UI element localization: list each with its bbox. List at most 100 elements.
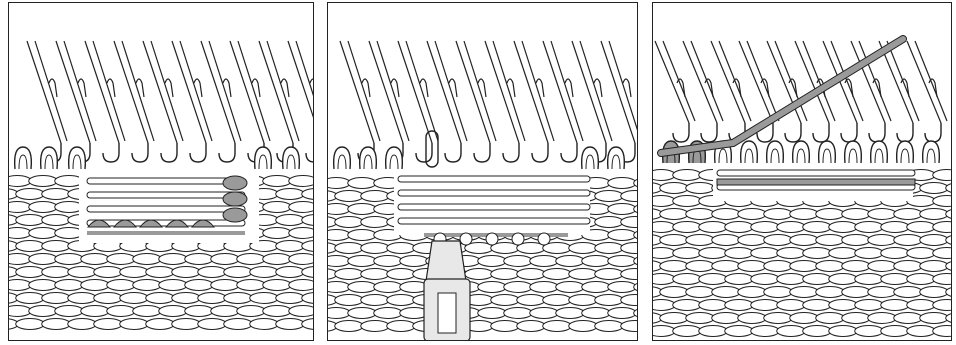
knit-stitch: [608, 178, 637, 189]
knit-stitch: [868, 287, 897, 298]
panel-step-1: [8, 2, 314, 341]
knit-stitch: [764, 313, 793, 324]
knit-stitch: [855, 326, 884, 337]
knit-stitch: [517, 321, 546, 332]
knit-stitch: [907, 248, 936, 259]
picked-stitch: [460, 233, 472, 245]
needle-shaft: [377, 41, 409, 141]
knit-stitch: [751, 222, 780, 233]
needle-hook: [103, 143, 119, 162]
knit-stitch: [276, 293, 305, 304]
knit-stitch: [172, 267, 201, 278]
knit-stitch: [751, 300, 780, 311]
knit-stitch: [582, 308, 611, 319]
knit-stitch: [335, 191, 364, 202]
knit-stitch: [946, 235, 952, 246]
stitch-loop: [582, 147, 599, 169]
stitch-loop: [360, 147, 377, 169]
stitch-loop: [767, 141, 784, 163]
knit-stitch: [556, 256, 585, 267]
knit-stitch: [829, 274, 858, 285]
knit-stitch: [29, 280, 58, 291]
knit-stitch: [9, 176, 31, 187]
knit-stitch: [328, 282, 350, 293]
knit-stitch: [881, 300, 910, 311]
knit-stitch: [276, 319, 305, 330]
knit-stitch: [211, 280, 240, 291]
knit-stitch: [855, 248, 884, 259]
knit-stitch: [673, 222, 702, 233]
knit-stitch: [120, 293, 149, 304]
knit-stitch: [9, 202, 31, 213]
knit-stitch: [9, 280, 31, 291]
stitch-loop: [69, 147, 86, 169]
knit-stitch: [777, 274, 806, 285]
knit-stitch: [790, 209, 819, 220]
knit-stitch: [348, 256, 377, 267]
knit-stitch: [276, 267, 305, 278]
knit-stitch: [842, 313, 871, 324]
knit-stitch: [855, 300, 884, 311]
knit-stitch: [686, 235, 715, 246]
knit-stitch: [133, 254, 162, 265]
knit-stitch: [946, 287, 952, 298]
knit-stitch: [263, 254, 292, 265]
knit-stitch: [16, 241, 45, 252]
knit-stitch: [16, 215, 45, 226]
knit-stitch: [328, 256, 350, 267]
shaded-stitch: [223, 192, 247, 206]
yarn-strand: [398, 204, 590, 210]
knit-stitch: [653, 170, 675, 181]
needle-shaft: [691, 41, 723, 121]
knit-stitch: [660, 183, 689, 194]
knit-stitch: [302, 319, 314, 330]
knit-stitch: [302, 293, 314, 304]
knit-stitch: [263, 306, 292, 317]
knit-stitch: [686, 209, 715, 220]
knit-stitch: [634, 204, 638, 215]
knit-stitch: [9, 254, 31, 265]
knit-stitch: [777, 326, 806, 337]
knit-stitch: [725, 300, 754, 311]
knit-stitch: [55, 254, 84, 265]
latch-tool-slot: [438, 293, 456, 333]
needle-shaft: [267, 41, 299, 141]
knit-stitch: [920, 235, 949, 246]
stitch-loop: [334, 147, 351, 169]
stitch-loop: [41, 147, 58, 169]
knit-stitch: [803, 326, 832, 337]
knit-stitch: [803, 300, 832, 311]
knit-stitch: [387, 243, 416, 254]
shaded-stitch: [223, 176, 247, 190]
knit-stitch: [263, 176, 292, 187]
knit-stitch: [933, 196, 952, 207]
knit-stitch: [348, 178, 377, 189]
knit-stitch: [504, 282, 533, 293]
stitch-loop: [255, 147, 272, 169]
knit-stitch: [94, 319, 123, 330]
knit-stitch: [712, 235, 741, 246]
knit-stitch: [81, 306, 110, 317]
knit-stitch: [608, 230, 637, 241]
knit-stitch: [374, 256, 403, 267]
knit-stitch: [608, 204, 637, 215]
knit-stitch: [478, 308, 507, 319]
knit-stitch: [29, 202, 58, 213]
needle-shaft: [747, 41, 779, 121]
yarn-strand: [717, 170, 915, 176]
knit-stitch: [517, 269, 546, 280]
needle-shaft: [887, 41, 919, 121]
knit-stitch: [478, 282, 507, 293]
knit-stitch: [712, 209, 741, 220]
knit-stitch: [107, 254, 136, 265]
knit-stitch: [491, 321, 520, 332]
knit-stitch: [224, 267, 253, 278]
needle-hook: [306, 143, 314, 162]
knit-stitch: [673, 196, 702, 207]
needle-shaft: [795, 41, 829, 123]
needle-hook: [561, 143, 577, 162]
knit-stitch: [250, 293, 279, 304]
knit-stitch: [348, 308, 377, 319]
needle-shaft: [151, 41, 183, 141]
needle-hook: [869, 123, 885, 142]
